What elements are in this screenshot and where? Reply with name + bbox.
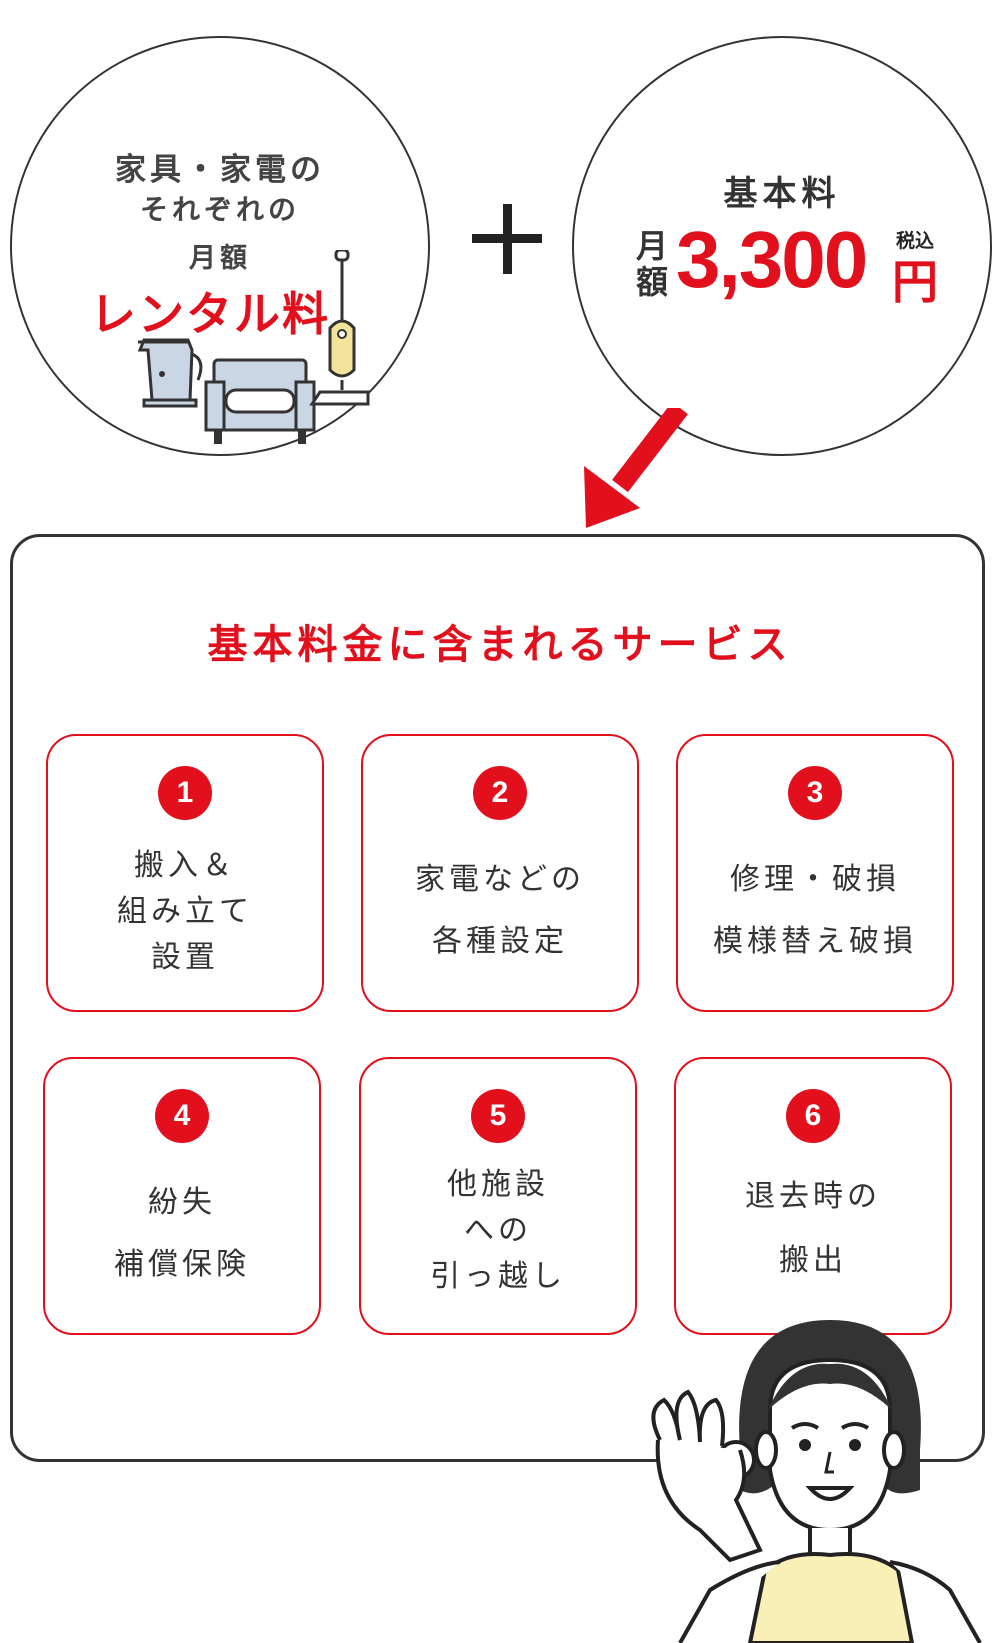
vacuum-icon	[309, 250, 370, 406]
person-ok-sign-illustration	[651, 1320, 982, 1643]
service-text-line: 修理・破損	[730, 862, 900, 897]
rental-line-furniture: 家具・家電の	[115, 152, 325, 188]
service-number-badge: 4	[155, 1089, 209, 1143]
appliances-illustration	[137, 250, 370, 444]
tax-included-label: 税込	[896, 230, 935, 252]
service-text-line: 紛失	[148, 1185, 216, 1220]
rental-line-monthly: 月額	[189, 243, 251, 274]
kettle-icon	[137, 338, 203, 408]
service-number-badge: 6	[786, 1089, 840, 1143]
service-text-line: 組み立て	[117, 894, 253, 929]
sofa-icon	[204, 358, 316, 444]
service-card-1: 1 搬入＆ 組み立て 設置	[46, 734, 324, 1012]
ok-hand-icon	[651, 1389, 763, 1563]
monthly-label: 月額	[635, 227, 668, 301]
rental-line-each: それぞれの	[139, 193, 300, 226]
yen-label: 円	[892, 255, 938, 309]
service-card-3: 3 修理・破損 模様替え破損	[676, 734, 954, 1012]
service-card-2: 2 家電などの 各種設定	[361, 734, 639, 1012]
service-text-line: 家電などの	[415, 862, 585, 897]
service-text-line: 搬出	[779, 1243, 847, 1278]
service-text-line: 模様替え破損	[713, 924, 917, 959]
service-text-line: への	[464, 1213, 532, 1248]
service-text-line: 設置	[151, 940, 219, 975]
service-text-line: 他施設	[447, 1167, 549, 1202]
service-text-line: 搬入＆	[134, 848, 236, 883]
plus-icon	[472, 204, 542, 274]
service-number-badge: 2	[473, 766, 527, 820]
services-title: 基本料金に含まれるサービス	[207, 622, 793, 668]
service-text-line: 各種設定	[432, 924, 568, 959]
basic-fee-title: 基本料	[723, 174, 841, 214]
service-text-line: 引っ越し	[430, 1259, 566, 1294]
arrow-down-left-icon	[584, 408, 688, 528]
service-text-line: 補償保険	[114, 1247, 250, 1282]
service-number-badge: 1	[158, 766, 212, 820]
service-card-4: 4 紛失 補償保険	[43, 1057, 321, 1335]
service-text-line: 退去時の	[745, 1179, 881, 1214]
service-number-badge: 3	[788, 766, 842, 820]
service-number-badge: 5	[471, 1089, 525, 1143]
rental-fee-label: レンタル料	[90, 287, 330, 341]
basic-fee-price: 3,300	[676, 215, 868, 304]
service-card-6: 6 退去時の 搬出	[674, 1057, 952, 1335]
basic-fee-circle: 基本料 月額 3,300 税込 円	[572, 36, 992, 456]
service-card-5: 5 他施設 への 引っ越し	[359, 1057, 637, 1335]
